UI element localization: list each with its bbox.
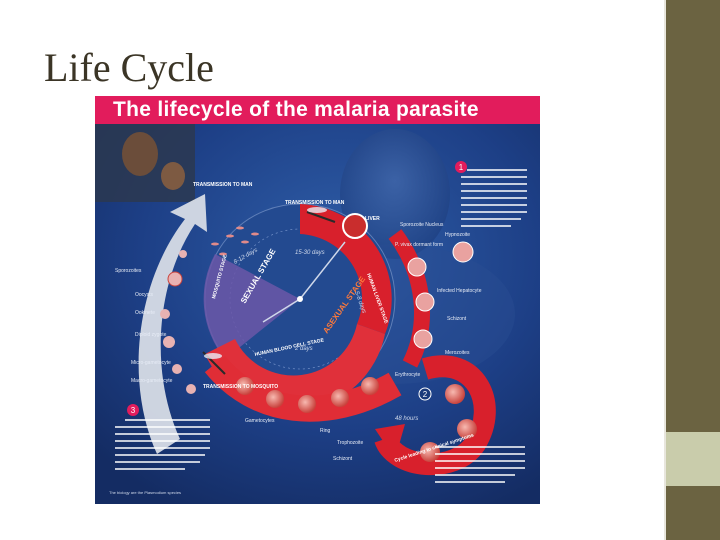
poster-footer: The biology are the Plasmodium species — [109, 490, 181, 495]
sidebar-bar-top — [666, 0, 720, 432]
label-transmission-to-man-left: TRANSMISSION TO MAN — [193, 182, 253, 188]
malaria-lifecycle-poster: The lifecycle of the malaria parasite — [95, 96, 540, 504]
ookinete-cell — [160, 309, 170, 319]
lifecycle-diagram: 1 2 3 TRANSMISSION TO MAN TRANSMISSION T… — [95, 124, 540, 504]
dial-hand-long — [299, 241, 346, 300]
label-oocysts: Oocysts — [135, 292, 154, 298]
clinical-cell-2 — [457, 419, 477, 439]
microgametocyte-cell — [172, 364, 182, 374]
label-erythrocyte: Erythrocyte — [395, 372, 421, 378]
label-merozoites: Merozoites — [445, 350, 470, 356]
label-time-2-days: 2 days — [294, 346, 313, 352]
dial-center — [297, 296, 303, 302]
hypnozoite-cell — [452, 241, 474, 263]
mosquito-icon-top — [306, 207, 336, 223]
label-transmission-to-mosquito: TRANSMISSION TO MOSQUITO — [203, 384, 278, 390]
merozoite-cell — [331, 389, 349, 407]
label-transmission-to-man-center: TRANSMISSION TO MAN — [285, 200, 345, 206]
info-block-2 — [435, 446, 525, 483]
sidebar-bar-bottom — [666, 486, 720, 540]
label-diploid-zygote: Diploid zygote — [135, 332, 167, 338]
label-schizont-blood: Schizont — [333, 456, 353, 462]
label-time-48h: 48 hours — [395, 416, 418, 422]
clinical-cycle-loop — [374, 355, 496, 475]
liver-entry-cell — [342, 213, 368, 239]
clinical-cell-1 — [445, 384, 465, 404]
poster-title: The lifecycle of the malaria parasite — [113, 98, 479, 121]
sidebar-divider — [664, 0, 666, 540]
hepatocyte-cell-3 — [413, 329, 433, 349]
label-time-15-30: 15-30 days — [295, 250, 325, 256]
step-3-number: 3 — [131, 406, 136, 415]
woman-head-icon — [122, 132, 158, 176]
label-liver: LIVER — [365, 216, 380, 222]
schizont-cell — [298, 395, 316, 413]
label-infected-hepatocyte: Infected Hepatocyte — [437, 288, 482, 294]
poster-header: The lifecycle of the malaria parasite — [95, 96, 540, 124]
step-2-number: 2 — [423, 390, 428, 399]
sporozoites-dot — [179, 250, 187, 258]
dial-hand-short — [262, 298, 301, 323]
label-schizont-liver: Schizont — [447, 316, 467, 322]
label-ring: Ring — [320, 428, 331, 434]
label-sporozoite-nucleus: Sporozoite Nucleus — [400, 222, 444, 228]
oocysts-cell — [167, 271, 183, 287]
label-gametocytes: Gametocytes — [245, 418, 275, 424]
liver-stage-band — [300, 204, 392, 334]
zygote-cell — [163, 336, 175, 348]
label-microgametocyte: Micro-gametocyte — [131, 360, 171, 366]
label-trophozoite: Trophozoite — [337, 440, 363, 446]
info-block-1 — [461, 169, 527, 227]
label-p-vivax: P. vivax dormant form — [395, 242, 443, 248]
label-sporozoites: Sporozoites — [115, 268, 142, 274]
info-block-3 — [115, 419, 210, 470]
label-ookinete: Ookinete — [135, 310, 155, 316]
slide-title: Life Cycle — [44, 45, 214, 90]
sporozoite-spray — [211, 226, 259, 256]
macrogametocyte-cell — [186, 384, 196, 394]
label-macrogametocyte: Macro-gametocyte — [131, 378, 173, 384]
sexual-stage-wedge — [203, 254, 300, 359]
step-2-badge — [418, 387, 432, 401]
step-3-badge — [127, 404, 139, 416]
step-1-number: 1 — [459, 163, 464, 172]
sidebar-bar-accent — [666, 432, 720, 486]
blood-cell-band — [204, 355, 402, 422]
clinical-cycle-arrowhead — [375, 424, 405, 459]
erythrocyte-cell — [361, 377, 379, 395]
child-head-icon — [161, 162, 185, 190]
hepatocyte-cell-2 — [415, 292, 435, 312]
mosquito-stage-arrow — [138, 194, 207, 454]
label-hypnozoite: Hypnozoite — [445, 232, 470, 238]
hepatocyte-cell-1 — [407, 257, 427, 277]
trophozoite-cell — [266, 390, 284, 408]
mosquito-icon-bottom — [202, 351, 226, 375]
step-1-badge — [455, 161, 467, 173]
ring-cell — [236, 377, 254, 395]
